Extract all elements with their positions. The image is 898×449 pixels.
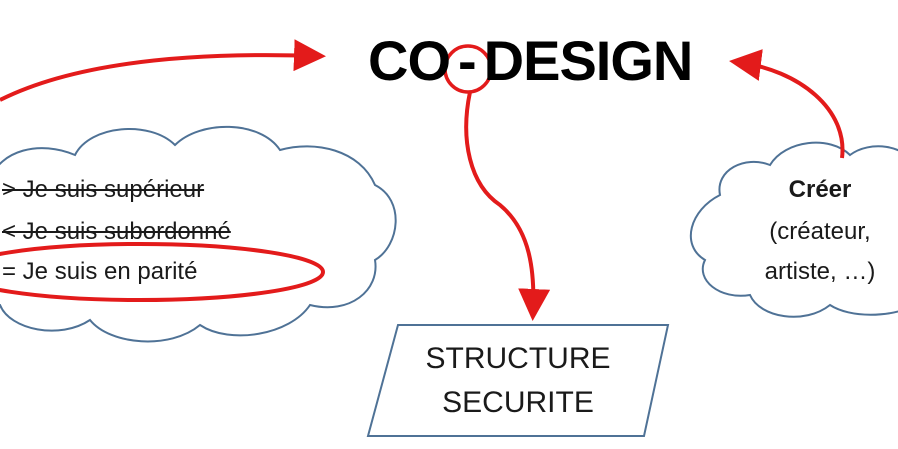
left-cloud-line-superior: > Je suis supérieur <box>2 176 205 203</box>
dash-to-box-arrow <box>464 91 551 321</box>
left-to-title-arrow <box>0 39 326 102</box>
left-cloud-line-subordinate: < Je suis subordonné <box>2 218 231 245</box>
right-cloud-line-creator: (créateur, <box>769 218 871 245</box>
left-cloud-line-parity: = Je suis en parité <box>2 258 198 285</box>
box-line-securite: SECURITE <box>442 386 594 419</box>
right-cloud-line-artist: artiste, …) <box>764 258 876 285</box>
parity-highlight-ellipse <box>0 242 325 302</box>
right-cloud-shape <box>689 141 898 318</box>
title-part-design: DESIGN <box>483 29 694 92</box>
title-dash: - <box>458 29 477 92</box>
page-title: CO-DESIGN <box>368 28 694 93</box>
right-cloud-to-title-arrow <box>729 49 845 159</box>
right-cloud-line-create: Créer <box>788 176 852 203</box>
structure-box-shape <box>366 324 670 437</box>
title-part-co: CO <box>368 29 451 92</box>
box-line-structure: STRUCTURE <box>425 342 611 375</box>
